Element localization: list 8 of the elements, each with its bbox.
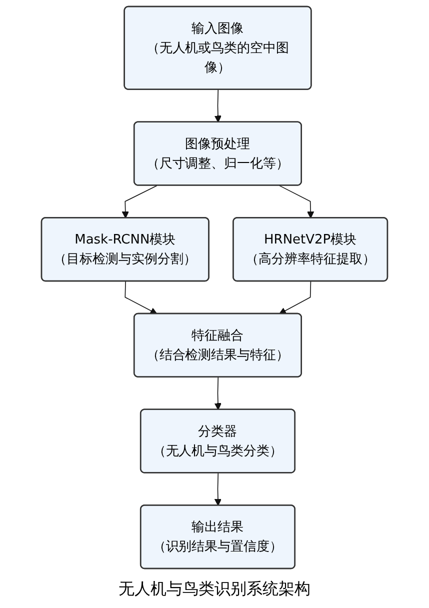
arrow	[279, 281, 312, 314]
arrow	[214, 89, 222, 123]
arrow	[124, 281, 158, 314]
diagram-caption: 无人机与鸟类识别系统架构	[118, 578, 310, 600]
arrow	[278, 185, 314, 218]
arrow	[214, 472, 222, 506]
arrow	[214, 376, 222, 410]
arrow	[122, 185, 158, 218]
